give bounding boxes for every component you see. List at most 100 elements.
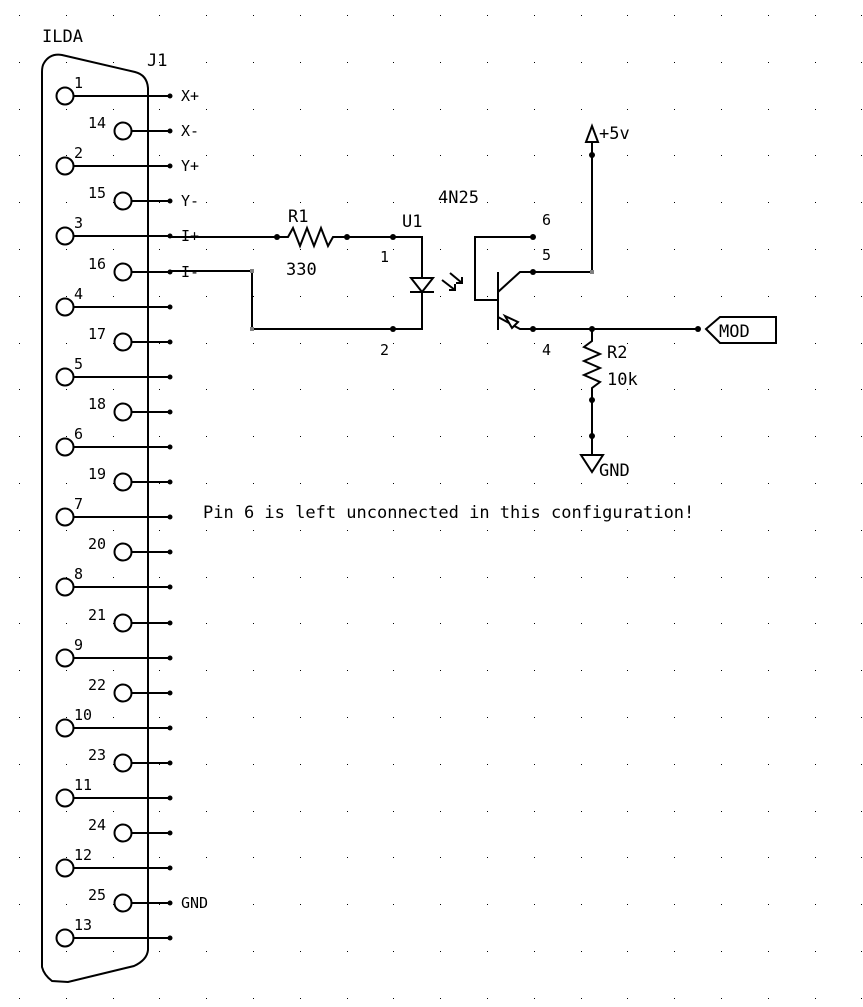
grid-dot xyxy=(861,717,862,718)
grid-dot xyxy=(347,109,348,110)
grid-dot xyxy=(721,670,722,671)
pin-socket xyxy=(55,437,75,457)
grid-dot xyxy=(534,904,535,905)
grid-dot xyxy=(19,904,20,905)
grid-dot xyxy=(300,343,301,344)
grid-dot xyxy=(300,904,301,905)
grid-dot xyxy=(487,998,488,999)
grid-dot xyxy=(581,483,582,484)
connector-pin: 2Y+ xyxy=(55,144,199,176)
grid-dot xyxy=(393,109,394,110)
grid-dot xyxy=(581,109,582,110)
grid-dot xyxy=(627,483,628,484)
grid-dot xyxy=(393,389,394,390)
grid-dot xyxy=(253,155,254,156)
grid-dot xyxy=(206,670,207,671)
pin-net-label: Y- xyxy=(181,192,199,210)
grid-dot xyxy=(674,155,675,156)
grid-dot xyxy=(113,436,114,437)
pin-socket xyxy=(113,753,133,773)
grid-dot xyxy=(19,764,20,765)
grid-dot xyxy=(534,202,535,203)
grid-dot xyxy=(674,670,675,671)
grid-dot xyxy=(159,998,160,999)
pin-number: 20 xyxy=(88,535,106,553)
pin-socket xyxy=(55,718,75,738)
grid-dot xyxy=(440,530,441,531)
grid-dot xyxy=(768,717,769,718)
connector-pin: 8 xyxy=(55,565,173,597)
grid-dot xyxy=(66,951,67,952)
grid-dot xyxy=(674,62,675,63)
pin-number: 4 xyxy=(74,285,83,303)
grid-dot xyxy=(581,343,582,344)
pin-number: 18 xyxy=(88,395,106,413)
grid-dot xyxy=(721,717,722,718)
grid-dot xyxy=(861,436,862,437)
connector-pin: 20 xyxy=(88,535,173,562)
grid-dot xyxy=(487,670,488,671)
pin-number: 22 xyxy=(88,676,106,694)
grid-dot xyxy=(674,530,675,531)
pin-socket xyxy=(55,928,75,948)
pin-end-dot xyxy=(167,444,173,450)
grid-dot xyxy=(861,998,862,999)
grid-dot xyxy=(487,343,488,344)
grid-dot xyxy=(861,343,862,344)
grid-dot xyxy=(534,717,535,718)
grid-dot xyxy=(393,530,394,531)
connector-pin: 19 xyxy=(88,465,173,492)
grid-dot xyxy=(581,670,582,671)
grid-dot xyxy=(347,764,348,765)
grid-dot xyxy=(253,670,254,671)
grid-dot xyxy=(347,811,348,812)
grid-dot xyxy=(300,577,301,578)
grid-dot xyxy=(159,62,160,63)
grid-dot xyxy=(768,623,769,624)
pin-number: 25 xyxy=(88,886,106,904)
grid-dot xyxy=(674,436,675,437)
led-icon xyxy=(408,277,436,294)
grid-dot xyxy=(581,530,582,531)
grid-dot xyxy=(815,249,816,250)
grid-dot xyxy=(393,15,394,16)
grid-dot xyxy=(627,343,628,344)
grid-dot xyxy=(66,577,67,578)
grid-dot xyxy=(393,904,394,905)
grid-dot xyxy=(393,483,394,484)
pin-socket xyxy=(55,648,75,668)
grid-dot xyxy=(768,951,769,952)
grid-dot xyxy=(581,764,582,765)
grid-dot xyxy=(487,15,488,16)
grid-dot xyxy=(440,296,441,297)
grid-dot xyxy=(674,109,675,110)
grid-dot xyxy=(19,155,20,156)
grid-dot xyxy=(159,670,160,671)
grid-dot xyxy=(440,436,441,437)
grid-dot xyxy=(815,389,816,390)
grid-dot xyxy=(66,717,67,718)
grid-dot xyxy=(861,296,862,297)
connector-pin: 3I+ xyxy=(55,214,199,246)
grid-dot xyxy=(768,904,769,905)
grid-dot xyxy=(861,249,862,250)
grid-dot xyxy=(674,764,675,765)
grid-dot xyxy=(721,62,722,63)
connector-pin: 23 xyxy=(88,746,173,773)
grid-dot xyxy=(113,951,114,952)
grid-dot xyxy=(815,623,816,624)
grid-dot xyxy=(487,296,488,297)
grid-dot xyxy=(66,343,67,344)
ground-icon xyxy=(579,454,605,474)
pin-number: 15 xyxy=(88,184,106,202)
grid-dot xyxy=(674,15,675,16)
grid-dot xyxy=(440,577,441,578)
grid-dot xyxy=(19,951,20,952)
grid-dot xyxy=(300,249,301,250)
connector-pin: 15 Y- xyxy=(88,184,199,211)
grid-dot xyxy=(253,904,254,905)
grid-dot xyxy=(721,483,722,484)
grid-dot xyxy=(19,811,20,812)
